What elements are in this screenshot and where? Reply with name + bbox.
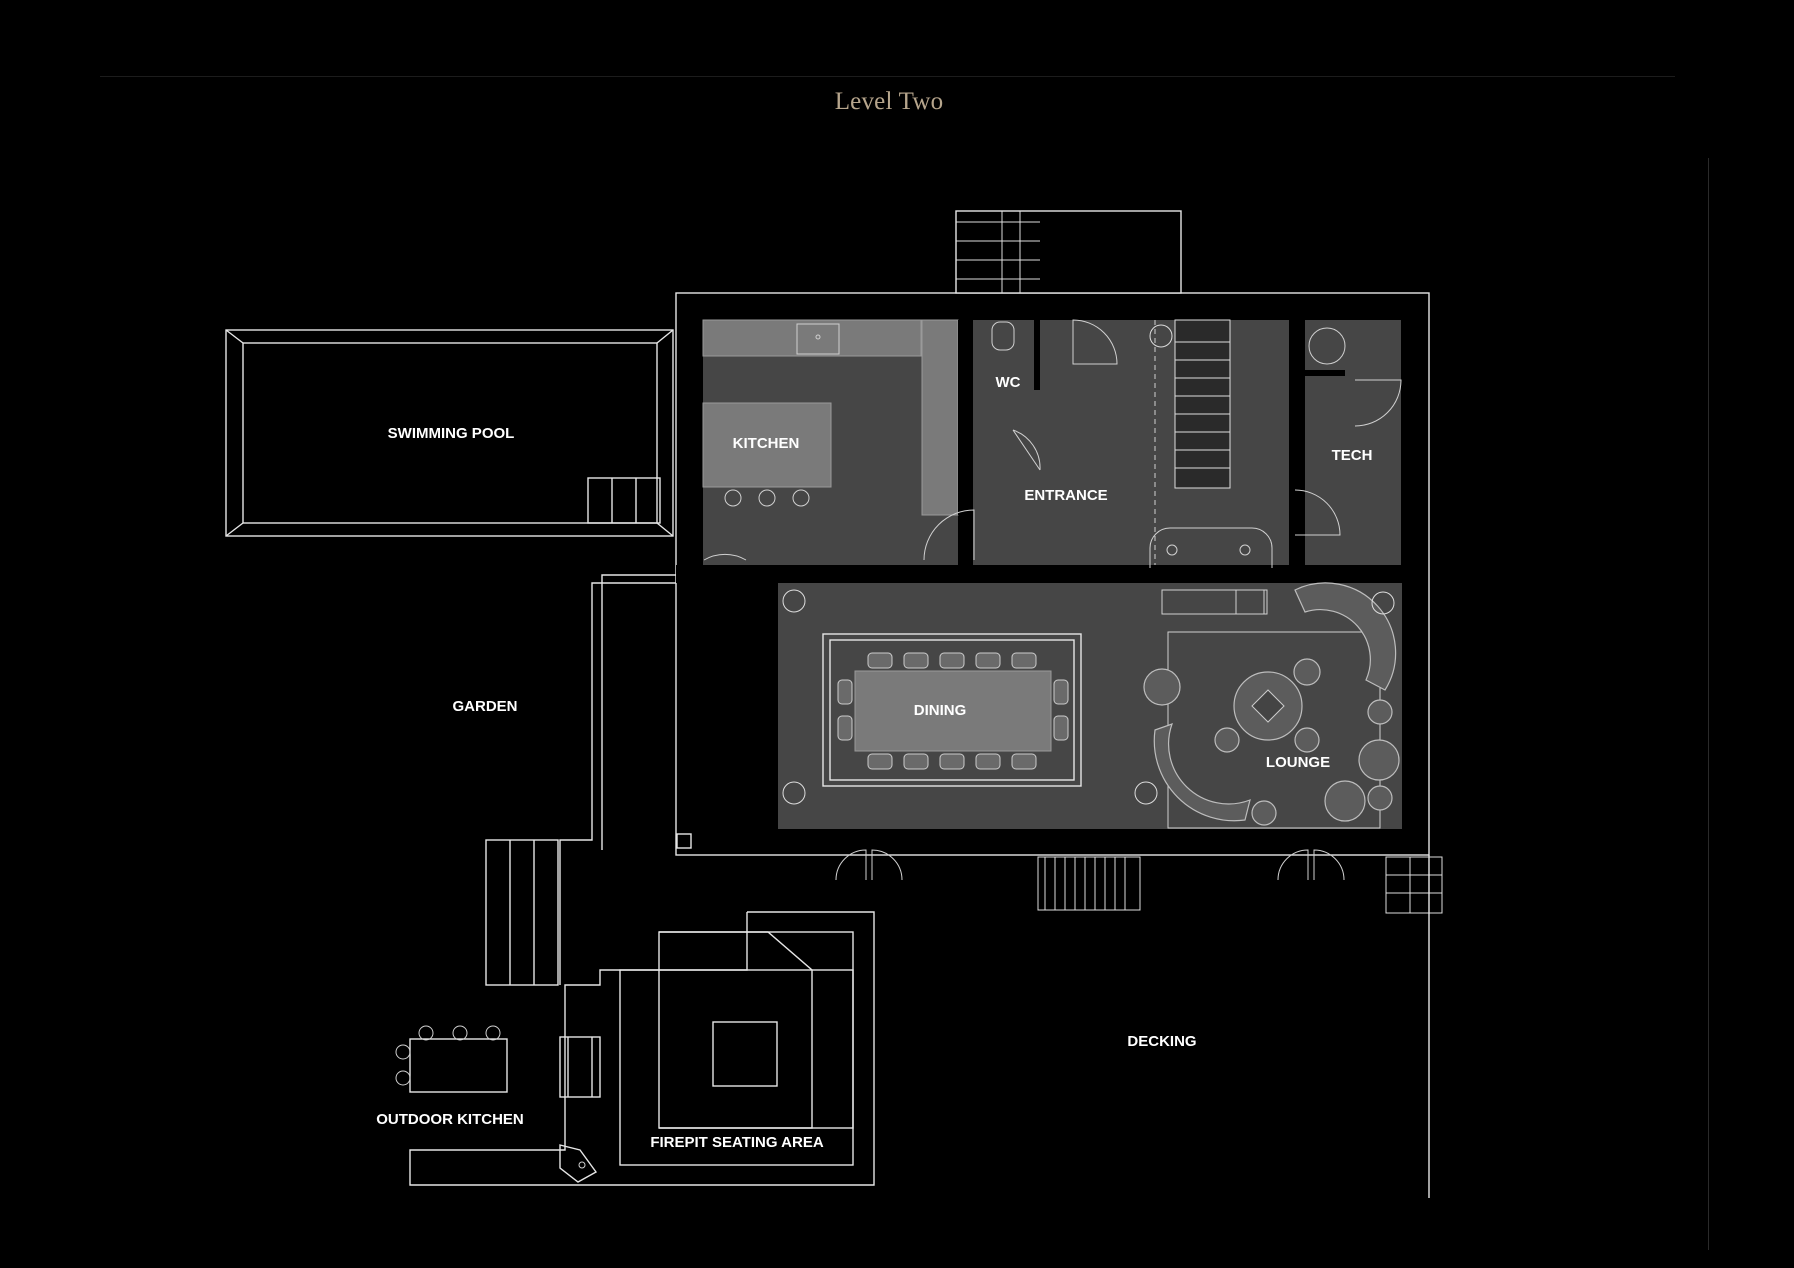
deck-steps <box>1037 856 1443 914</box>
main-stairs <box>1174 319 1231 489</box>
page-title: Level Two <box>834 88 944 115</box>
dining-set <box>822 633 1082 787</box>
room-labels: SWIMMING POOL KITCHEN WC ENTRANCE TECH G… <box>376 374 1372 1151</box>
wc-fixtures <box>991 319 1118 471</box>
plants <box>782 324 1395 805</box>
outdoor-kitchen-table <box>395 1025 508 1093</box>
tech-fixtures <box>1294 327 1402 536</box>
top-divider <box>100 76 1675 77</box>
firepit-area <box>409 911 875 1186</box>
label-dining: DINING <box>914 702 967 719</box>
lounge-set <box>1143 582 1400 829</box>
label-swimming-pool: SWIMMING POOL <box>388 425 515 442</box>
garden-boundary <box>485 574 692 986</box>
label-garden: GARDEN <box>452 698 517 715</box>
entrance-fixtures <box>923 320 1273 568</box>
kitchen-island <box>702 323 840 507</box>
label-outdoor-kitchen: OUTDOOR KITCHEN <box>376 1111 524 1128</box>
label-decking: DECKING <box>1127 1033 1196 1050</box>
label-lounge: LOUNGE <box>1266 754 1330 771</box>
label-kitchen: KITCHEN <box>733 435 800 452</box>
right-divider <box>1708 158 1709 1250</box>
garden-doors <box>703 553 1345 881</box>
label-entrance: ENTRANCE <box>1024 487 1107 504</box>
partitions <box>676 320 1402 583</box>
label-tech: TECH <box>1332 447 1373 464</box>
swimming-pool <box>225 329 674 537</box>
label-wc: WC <box>996 374 1021 391</box>
rear-stairs <box>956 211 1040 293</box>
label-firepit-seating-area: FIREPIT SEATING AREA <box>650 1134 824 1151</box>
